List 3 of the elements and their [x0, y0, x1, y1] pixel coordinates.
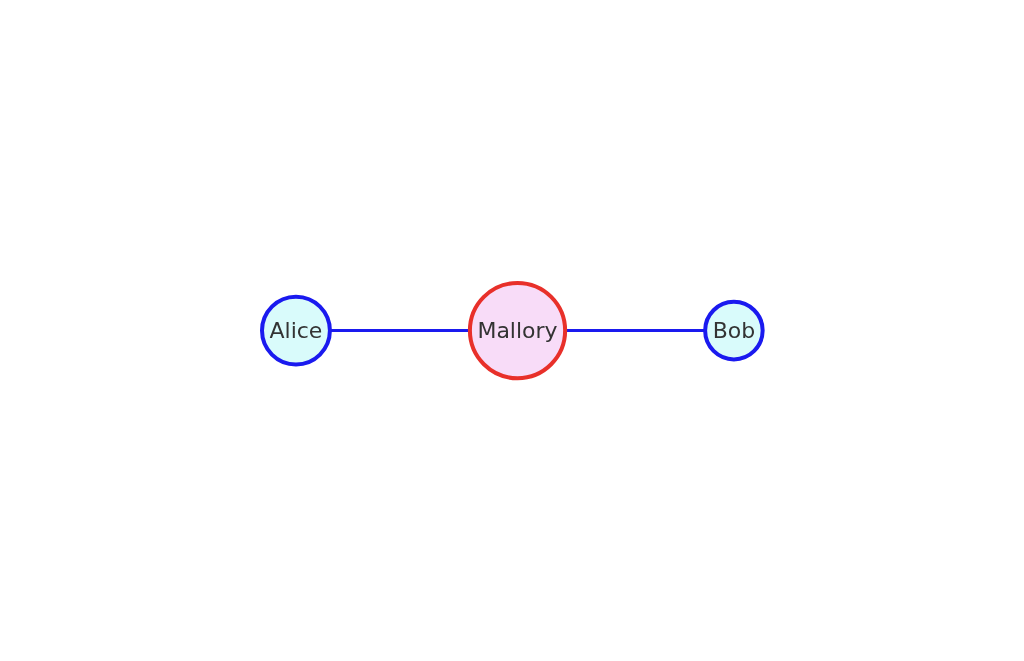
node-circle: Bob	[702, 299, 765, 362]
node-circle: Alice	[259, 294, 332, 367]
node-circle: Mallory	[467, 280, 567, 381]
